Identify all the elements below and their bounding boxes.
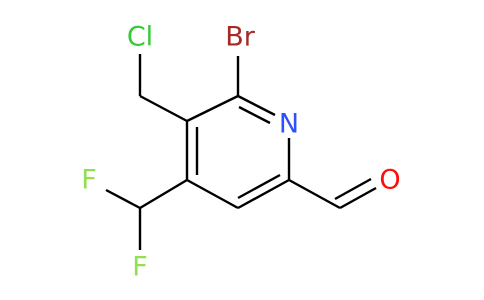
atom-bromine: Br (225, 22, 256, 53)
bond-cho-o (339, 186, 377, 210)
bond-c3-c2 (186, 94, 239, 123)
atom-fluorine-1: F (81, 165, 97, 196)
bond-c2-n-inner (238, 105, 271, 125)
bond-chf2-f1 (105, 188, 141, 210)
bond-cho-o-inner (334, 177, 372, 201)
atom-nitrogen: N (279, 109, 299, 140)
bond-c6-c5 (237, 178, 290, 210)
bonds (105, 54, 377, 250)
bond-ch2-c3 (139, 94, 188, 123)
bond-c5-c4 (186, 178, 239, 210)
bond-c4-chf2 (139, 178, 188, 210)
atom-oxygen: O (379, 165, 400, 196)
bond-c2-n (237, 94, 276, 117)
bond-c6-c5-inner (237, 173, 281, 200)
atom-chlorine: Cl (127, 22, 153, 53)
atom-labels: Cl Br N O F F (81, 22, 400, 283)
bond-c6-cho (288, 178, 341, 210)
atom-fluorine-2: F (132, 252, 148, 283)
